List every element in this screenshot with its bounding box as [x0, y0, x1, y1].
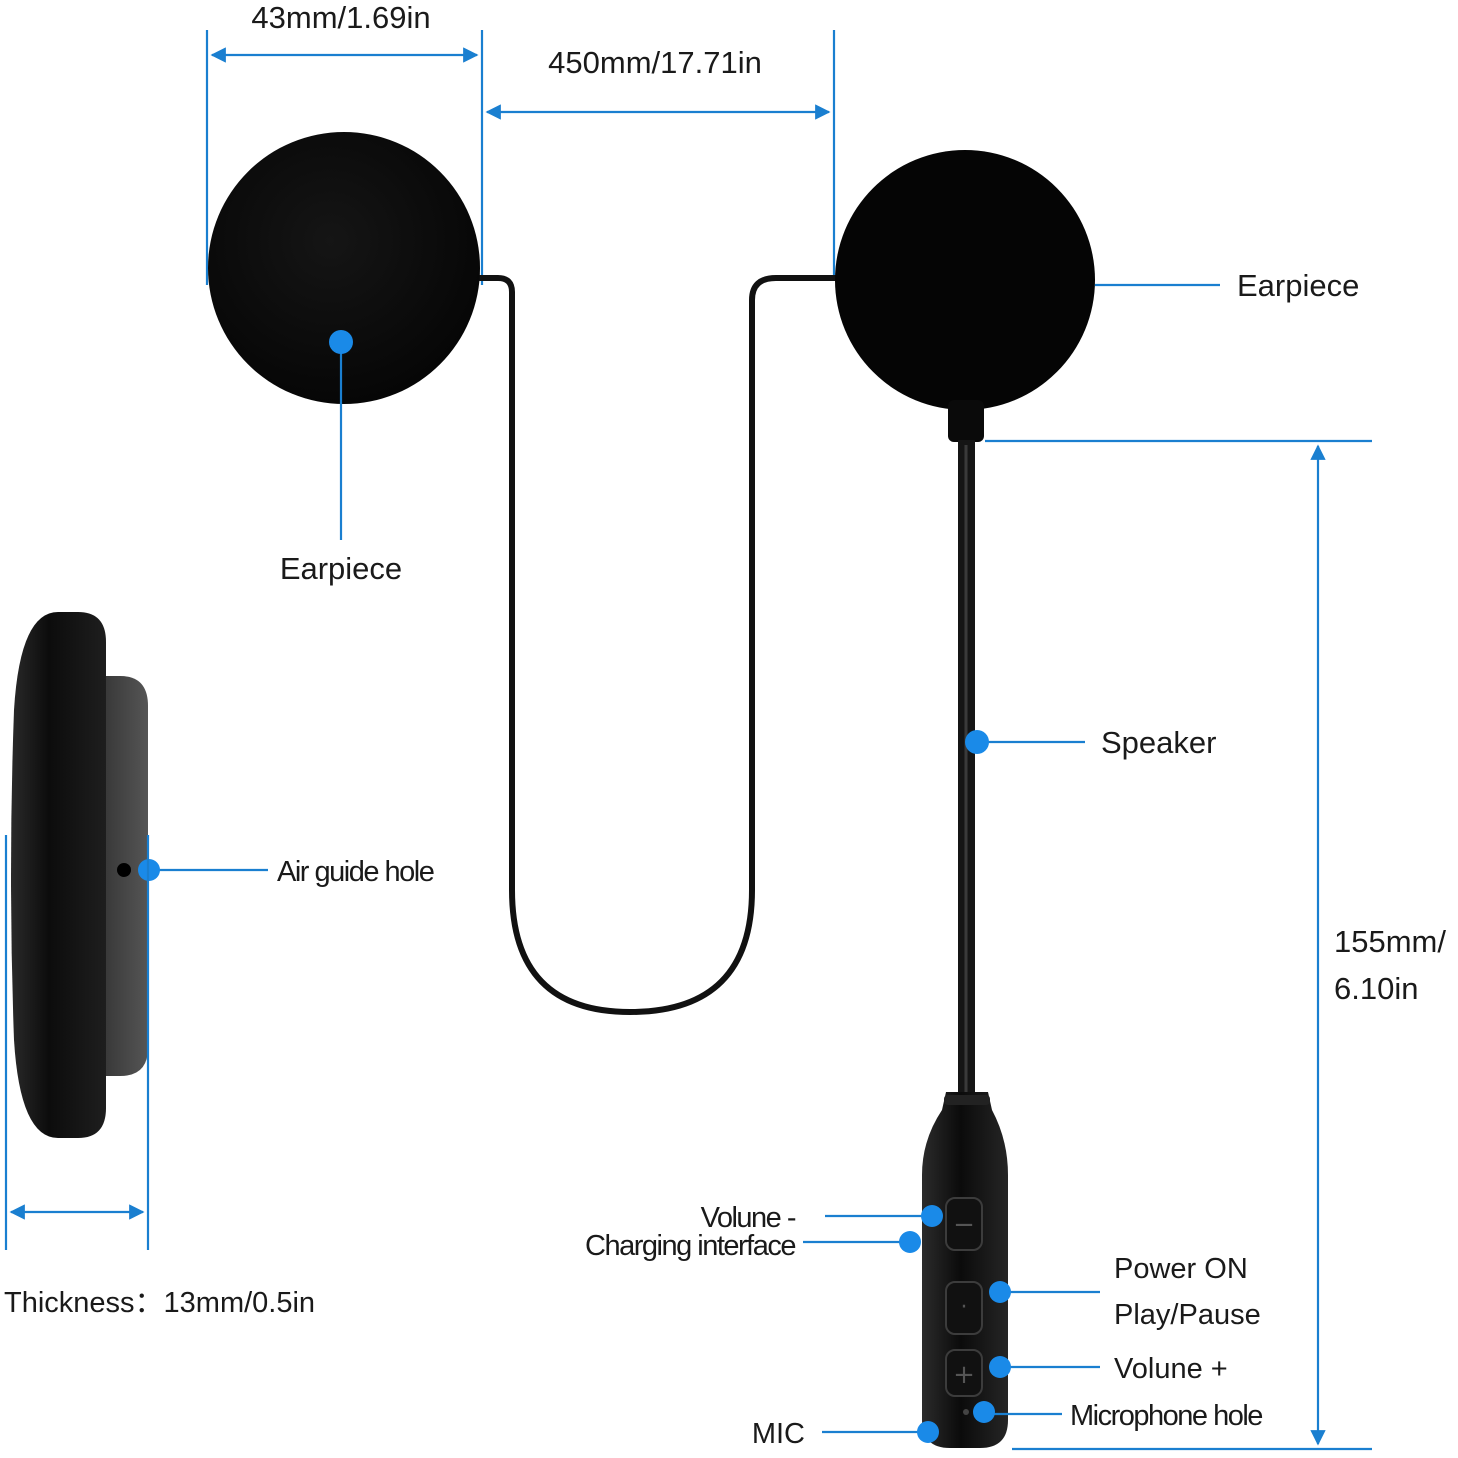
play-pause-label: Play/Pause — [1114, 1299, 1261, 1331]
mic-height-label-line1: 155mm/ — [1334, 924, 1446, 959]
boom-collar — [948, 400, 984, 442]
earpiece-left-label: Earpiece — [280, 551, 402, 586]
microphone-hole-callout: Microphone hole — [973, 1400, 1264, 1432]
plus-icon: + — [953, 1360, 975, 1390]
power-play-callout: Power ON Play/Pause — [989, 1253, 1261, 1331]
right-earpiece — [835, 150, 1095, 410]
microphone-hole — [963, 1409, 969, 1415]
connecting-cable — [477, 275, 843, 1015]
power-play-button[interactable] — [945, 1281, 983, 1335]
speaker-dot — [965, 730, 989, 754]
mic-height-dimension: 155mm/ 6.10in — [985, 439, 1446, 1451]
volume-plus-label: Volune + — [1114, 1353, 1228, 1385]
cable-length-label: 450mm/17.71in — [548, 45, 762, 80]
minus-icon: − — [953, 1210, 975, 1240]
mic-height-label-line2: 6.10in — [1334, 971, 1418, 1006]
earpiece-width-dimension: 43mm/1.69in — [205, 0, 484, 285]
volume-plus-button[interactable] — [945, 1349, 983, 1397]
speaker-label: Speaker — [1101, 725, 1216, 760]
cable-length-dimension: 450mm/17.71in — [485, 30, 836, 275]
earpiece-right-label: Earpiece — [1237, 268, 1359, 303]
air-guide-callout: Air guide hole — [138, 856, 435, 888]
air-guide-hole-label: Air guide hole — [277, 856, 434, 888]
volume-minus-label: Volune - — [701, 1202, 796, 1234]
left-earpiece-callout: Earpiece — [280, 330, 402, 586]
left-earpiece-dot — [329, 330, 353, 354]
earpiece-width-label: 43mm/1.69in — [251, 0, 430, 35]
air-guide-hole — [117, 863, 131, 877]
remote-control: − · + — [922, 1092, 1008, 1448]
charging-callout: Charging interface — [585, 1230, 921, 1262]
mic-callout: MIC — [752, 1418, 939, 1450]
earpiece-side-view — [11, 612, 148, 1138]
charging-interface-label: Charging interface — [585, 1230, 795, 1262]
power-on-label: Power ON — [1114, 1253, 1248, 1285]
dot-icon: · — [961, 1295, 968, 1320]
thickness-dimension: Thickness：13mm/0.5in — [4, 835, 315, 1319]
thickness-label: Thickness：13mm/0.5in — [4, 1287, 315, 1319]
speaker-callout: Speaker — [965, 725, 1216, 760]
microphone-hole-label: Microphone hole — [1070, 1400, 1262, 1432]
volume-plus-callout: Volune + — [989, 1353, 1228, 1385]
left-earpiece — [208, 132, 480, 404]
mic-label: MIC — [752, 1418, 805, 1450]
right-earpiece-callout: Earpiece — [1095, 268, 1359, 303]
volume-minus-callout: Volune - — [701, 1202, 943, 1234]
volume-minus-button[interactable] — [945, 1197, 983, 1251]
